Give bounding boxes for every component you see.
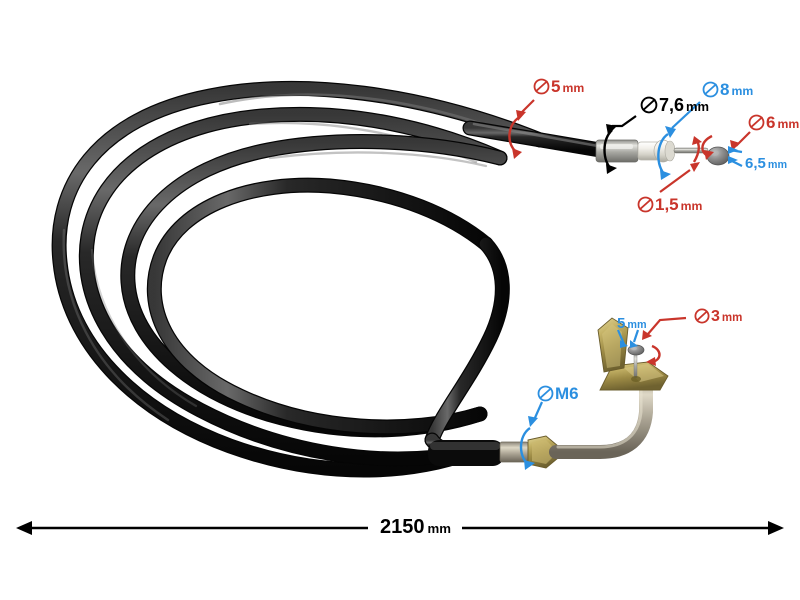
label-unit: mm (767, 159, 788, 171)
leader-inner-wire-diameter (659, 136, 702, 193)
label-value: 5 (617, 315, 626, 332)
label-value: M6 (555, 384, 579, 403)
diameter-icon (694, 308, 710, 324)
diameter-icon (537, 385, 554, 402)
label-value: 8 (720, 80, 730, 99)
diameter-icon (637, 196, 654, 213)
label-unit: mm (686, 99, 710, 114)
label-value: 3 (711, 308, 720, 325)
leader-nipple-length (728, 146, 743, 167)
label-value: 1,5 (655, 195, 679, 214)
cable-coil (51, 80, 608, 478)
label-value: 6 (766, 113, 776, 132)
label-unit: mm (562, 81, 585, 95)
label-unit: mm (731, 84, 754, 98)
leader-bracket-pin-diameter (642, 316, 687, 366)
leader-nipple-diameter (701, 131, 751, 160)
leader-cable-outer-diameter (508, 99, 535, 159)
annotation-arrows (508, 99, 751, 470)
leader-thread-size (519, 401, 544, 470)
diameter-icon (640, 96, 658, 114)
total-length-dimension (16, 521, 784, 535)
diameter-icon (748, 114, 765, 131)
length-value: 2150 (380, 516, 425, 538)
label-unit: mm (721, 312, 743, 324)
length-unit: mm (427, 521, 451, 536)
label-value: 6,5 (745, 155, 766, 172)
label-value: 5 (551, 77, 561, 96)
label-unit: mm (777, 117, 800, 131)
label-unit: mm (627, 319, 647, 331)
diameter-icon (702, 81, 719, 98)
leader-bracket-pin-length (616, 329, 640, 348)
label-unit: mm (680, 199, 703, 213)
lower-end-fitting (428, 317, 669, 469)
diameter-icon (533, 78, 550, 95)
label-value: 7,6 (659, 95, 685, 115)
leader-ferrule-diameter (603, 115, 637, 174)
leader-plastic-sleeve-diameter (657, 101, 701, 180)
label-thread-size: M6 (537, 385, 579, 402)
